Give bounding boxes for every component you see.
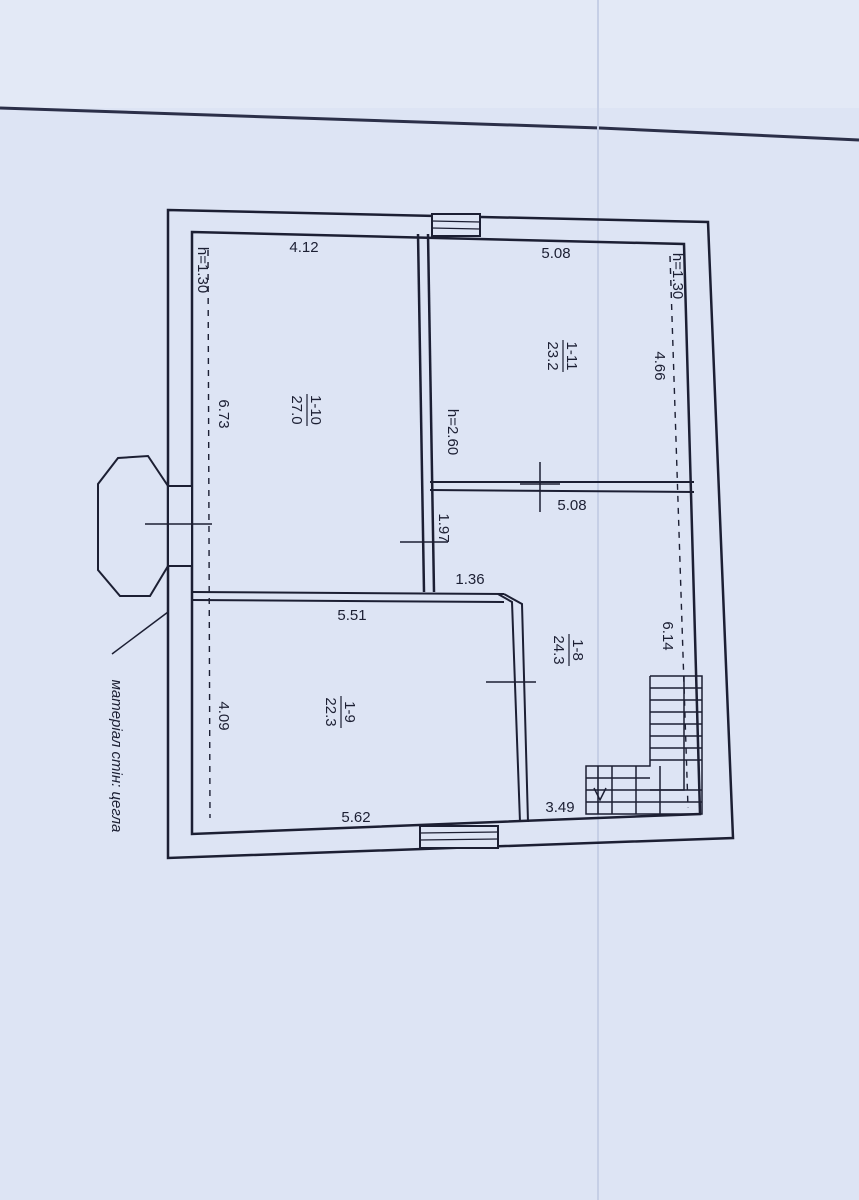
dimension-left-upper: 6.73 — [215, 399, 232, 428]
partition-vertical-upper — [416, 233, 426, 593]
staircase — [585, 675, 703, 815]
room-area: 27.0 — [288, 395, 305, 424]
caption-leader — [111, 611, 169, 655]
floor-plan — [97, 208, 735, 860]
dashed-line-right — [669, 255, 689, 809]
room-number: 1-10 — [307, 395, 324, 425]
dimension-bottom-right: 3.49 — [545, 799, 574, 816]
paper-fold-edge — [0, 106, 859, 142]
outer-wall-outline — [166, 208, 735, 860]
dimension-top-right: 5.08 — [541, 245, 570, 262]
dimension-left-lower: 4.09 — [215, 701, 232, 730]
dimension-room-1-9-top: 5.51 — [337, 607, 366, 624]
room-number: 1-11 — [563, 342, 580, 371]
dimension-right-upper: 4.66 — [651, 351, 668, 380]
partition-room-1-9 — [497, 593, 521, 823]
room-area: 24.3 — [550, 635, 567, 664]
dimension-middle-right: 5.08 — [557, 497, 586, 514]
bottom-window — [419, 825, 499, 849]
dashed-line-left — [207, 249, 211, 819]
room-1-11-label: 1-11 23.2 — [544, 340, 580, 372]
dimension-top-left: 4.12 — [289, 239, 318, 256]
wall-material-caption: матеріал стін: цегла — [108, 680, 125, 833]
height-right: h=1.30 — [669, 253, 686, 299]
room-1-8-label: 1-8 24.3 — [550, 634, 586, 666]
top-window — [431, 213, 481, 237]
room-1-10-label: 1-10 27.0 — [288, 394, 324, 426]
entrance-door — [167, 485, 193, 567]
room-1-9-label: 1-9 22.3 — [322, 696, 358, 728]
dimension-corridor: 1.36 — [455, 571, 484, 588]
paper-top-strip — [0, 0, 859, 108]
room-number: 1-9 — [341, 701, 358, 723]
partition-horizontal-left — [191, 591, 505, 595]
room-number: 1-8 — [569, 639, 586, 661]
height-left: h=1.30 — [194, 247, 211, 293]
dimension-right-lower: 6.14 — [659, 621, 676, 650]
entrance-porch — [97, 454, 169, 597]
room-area: 22.3 — [322, 697, 339, 726]
room-area: 23.2 — [544, 341, 561, 370]
dimension-middle-partition: 1.97 — [435, 513, 452, 542]
dimension-bottom-left: 5.62 — [341, 809, 370, 826]
height-center: h=2.60 — [444, 409, 461, 455]
